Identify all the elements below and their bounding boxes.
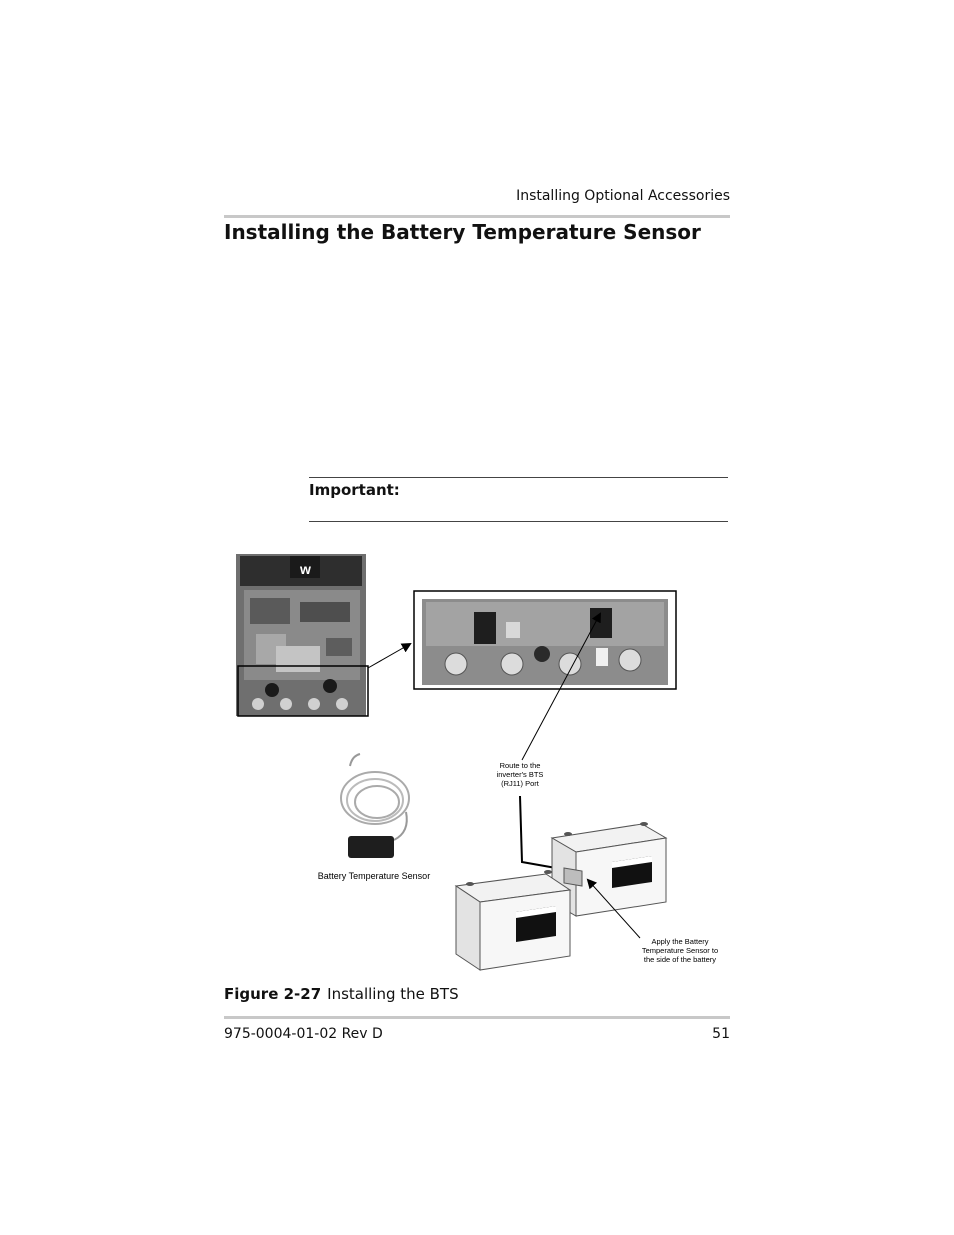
important-rule-top [309, 477, 728, 478]
inverter-board-photo: w [236, 554, 369, 717]
route-callout-line1: Route to the [500, 761, 541, 770]
route-callout-line2: inverter's BTS [497, 770, 544, 779]
figure-caption: Figure 2-27 Installing the BTS [224, 985, 459, 1003]
sensor-label: Battery Temperature Sensor [318, 871, 430, 881]
battery-front [454, 870, 572, 971]
board-detail-photo [413, 590, 677, 690]
sensor-illustration [340, 753, 410, 858]
figure-title: Installing the BTS [327, 985, 459, 1003]
page-number: 51 [712, 1026, 730, 1042]
route-callout-line3: (RJ11) Port [501, 779, 540, 788]
important-rule-bottom [309, 521, 728, 522]
apply-callout-line3: the side of the battery [644, 955, 716, 964]
document-number: 975-0004-01-02 Rev D [224, 1026, 383, 1042]
apply-callout-line1: Apply the Battery [651, 937, 708, 946]
apply-callout-line2: Temperature Sensor to [642, 946, 718, 955]
running-head: Installing Optional Accessories [516, 188, 730, 204]
figure-illustration: w [230, 550, 730, 975]
section-title: Installing the Battery Temperature Senso… [224, 220, 701, 244]
figure-number: Figure 2-27 [224, 985, 322, 1003]
header-rule [224, 215, 730, 218]
important-label: Important: [309, 481, 400, 499]
footer-rule [224, 1016, 730, 1019]
svg-text:w: w [299, 561, 311, 577]
